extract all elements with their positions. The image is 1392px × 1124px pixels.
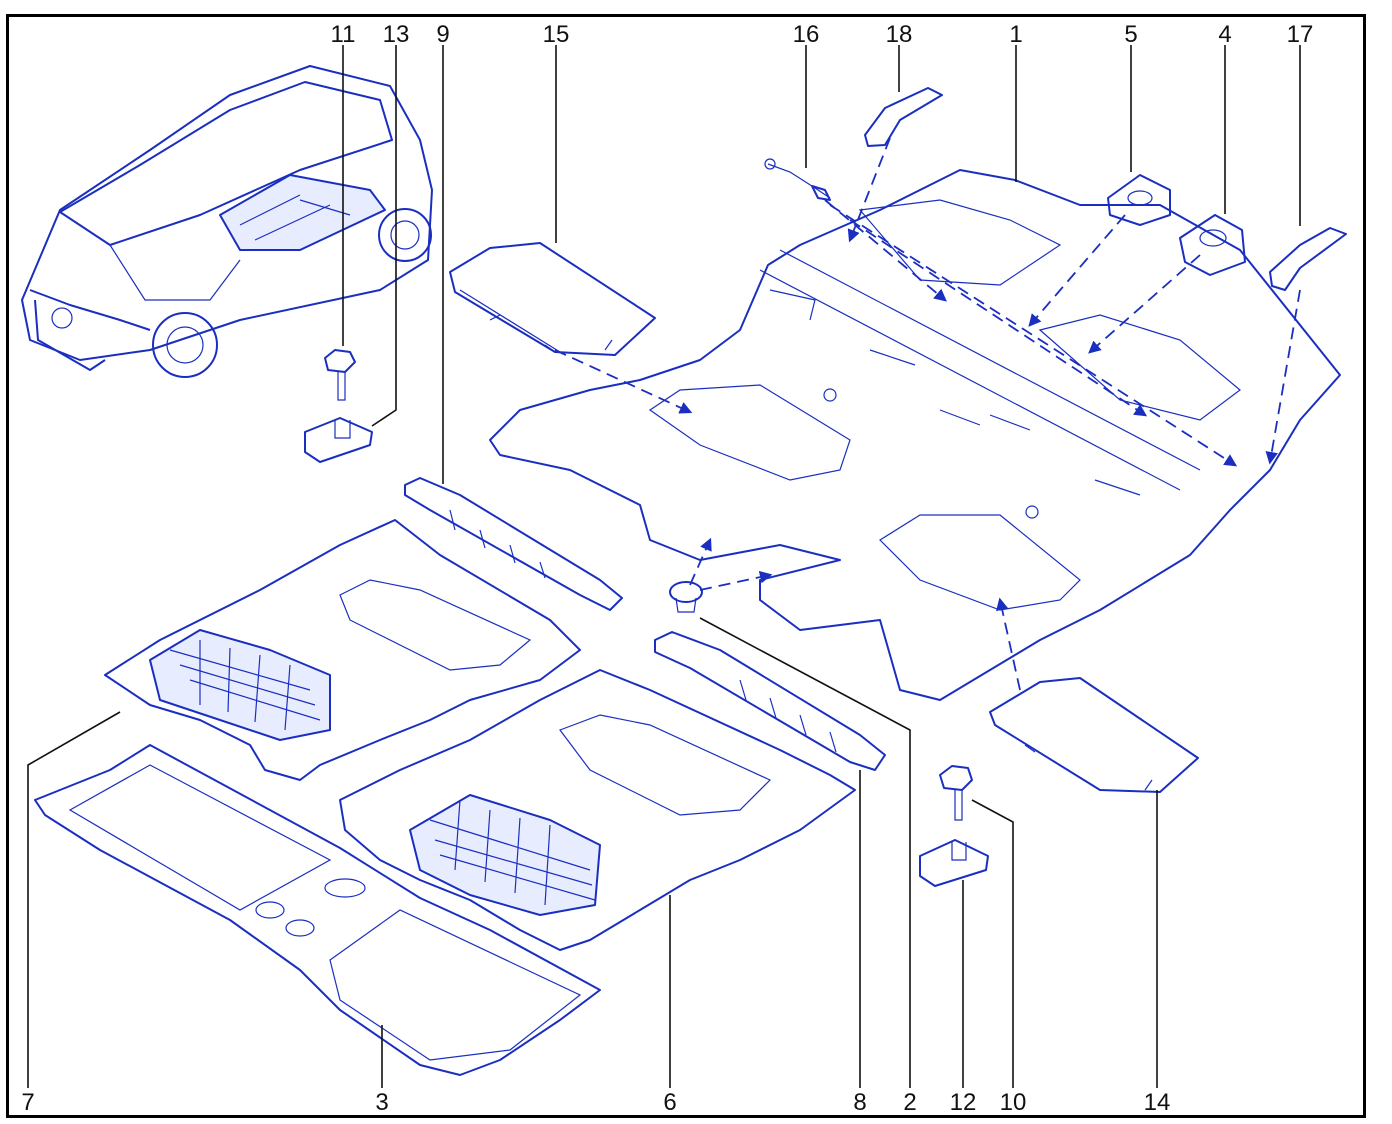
callout-6: 6 bbox=[663, 1089, 676, 1116]
rear-floor-carpet bbox=[489, 169, 1341, 701]
trim-18 bbox=[864, 87, 943, 147]
callout-12: 12 bbox=[950, 1089, 977, 1116]
assembly-arrows bbox=[554, 137, 1301, 691]
callout-1: 1 bbox=[1009, 21, 1022, 48]
storage-cover-14 bbox=[989, 677, 1199, 793]
clip-nut-12 bbox=[919, 839, 989, 887]
leader-lines bbox=[27, 45, 1301, 1088]
callout-17: 17 bbox=[1287, 21, 1314, 48]
strap-16 bbox=[764, 158, 831, 201]
trim-17 bbox=[1269, 227, 1347, 291]
clip-nut-13 bbox=[304, 417, 373, 463]
rail-9 bbox=[404, 477, 623, 611]
callout-5: 5 bbox=[1124, 21, 1137, 48]
callout-9: 9 bbox=[436, 21, 449, 48]
bolt-11 bbox=[324, 349, 356, 401]
callout-3: 3 bbox=[375, 1089, 388, 1116]
callout-14: 14 bbox=[1144, 1089, 1171, 1116]
storage-tray-3 bbox=[34, 744, 601, 1076]
callout-16: 16 bbox=[793, 21, 820, 48]
callout-11: 11 bbox=[331, 21, 356, 48]
front-right-floor-carpet bbox=[339, 669, 856, 951]
rail-8 bbox=[654, 631, 886, 771]
callout-18: 18 bbox=[886, 21, 913, 48]
diagram-frame bbox=[6, 14, 1366, 1118]
clip-5 bbox=[1107, 174, 1171, 226]
clip-4 bbox=[1179, 214, 1246, 276]
bolt-10 bbox=[939, 765, 973, 821]
plug-2 bbox=[669, 581, 703, 613]
callout-15: 15 bbox=[543, 21, 570, 48]
front-left-floor-carpet bbox=[104, 519, 581, 781]
callout-13: 13 bbox=[383, 21, 410, 48]
callout-7: 7 bbox=[21, 1089, 34, 1116]
callout-8: 8 bbox=[853, 1089, 866, 1116]
callout-labels: 11 13 9 15 16 18 1 5 4 17 7 3 6 8 2 12 1… bbox=[21, 21, 1313, 1116]
storage-cover-15 bbox=[449, 242, 656, 356]
callout-4: 4 bbox=[1218, 21, 1231, 48]
callout-2: 2 bbox=[903, 1089, 916, 1116]
callout-10: 10 bbox=[1000, 1089, 1027, 1116]
vehicle-overview bbox=[21, 65, 433, 378]
